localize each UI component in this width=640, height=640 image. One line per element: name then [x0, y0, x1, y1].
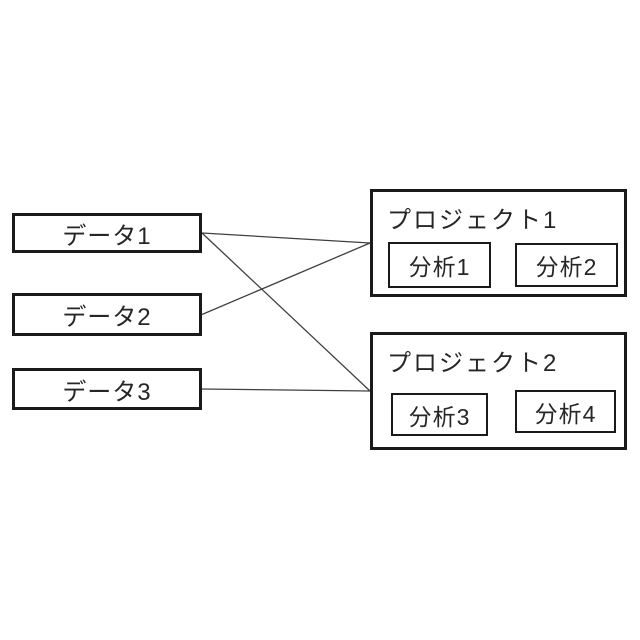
analysis2-box: 分析2	[515, 243, 618, 287]
project1-box: プロジェクト1 分析1 分析2	[370, 189, 627, 297]
data1-label: データ1	[62, 222, 152, 250]
analysis3-label: 分析3	[408, 403, 471, 430]
analysis2-label: 分析2	[535, 254, 598, 280]
data1-box: データ1	[12, 213, 202, 253]
analysis1-label: 分析1	[408, 254, 471, 280]
project1-label: プロジェクト1	[387, 207, 559, 234]
analysis3-box: 分析3	[391, 393, 488, 436]
data3-box: データ3	[12, 368, 202, 410]
project2-label: プロジェクト2	[387, 350, 559, 377]
project2-box: プロジェクト2 分析3 分析4	[370, 332, 627, 450]
data2-label: データ2	[62, 304, 152, 331]
analysis4-box: 分析4	[515, 390, 616, 433]
data2-box: データ2	[12, 293, 202, 336]
analysis4-label: 分析4	[534, 400, 597, 427]
analysis1-box: 分析1	[388, 242, 491, 288]
data3-label: データ3	[62, 378, 152, 406]
